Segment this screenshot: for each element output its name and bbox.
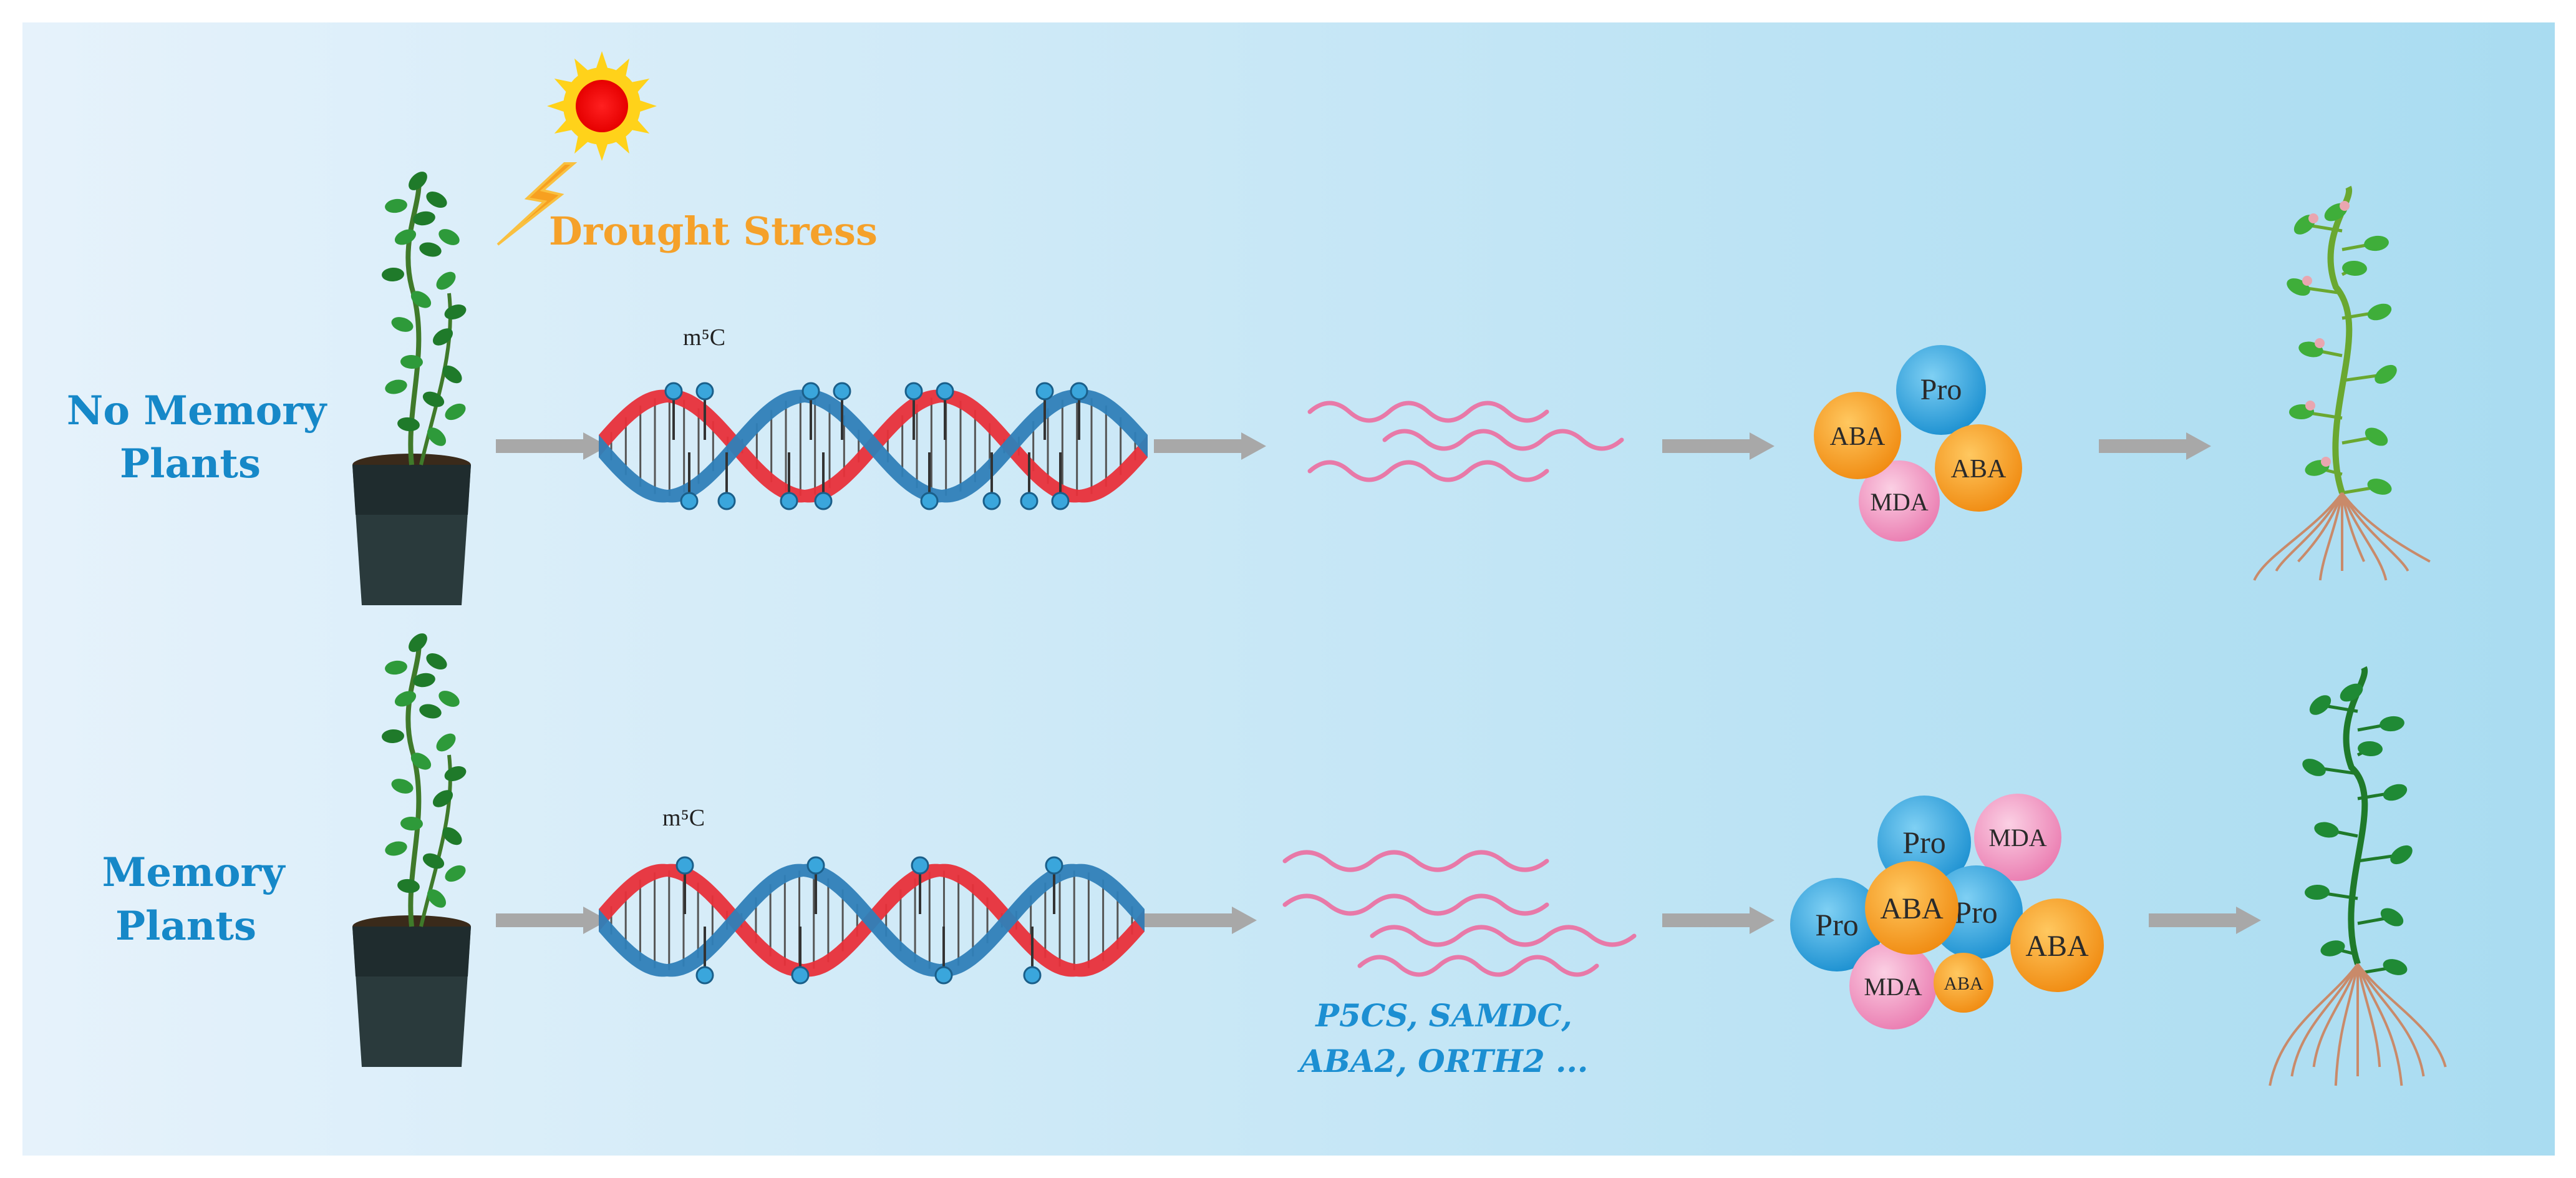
arrow xyxy=(2099,432,2211,460)
methyl-group xyxy=(814,492,833,510)
methyl-group xyxy=(982,492,1001,510)
svg-text:Pro: Pro xyxy=(1902,825,1945,860)
arrow xyxy=(1662,432,1775,460)
svg-text:MDA: MDA xyxy=(1870,488,1928,516)
methyl-group xyxy=(664,382,683,401)
arrow xyxy=(1154,432,1266,460)
svg-text:ABA: ABA xyxy=(1951,455,2007,484)
mrna-icon xyxy=(1307,401,1624,482)
row-label-memory: Memory xyxy=(102,849,286,896)
row-label-no-memory-line2: Plants xyxy=(120,441,261,487)
potted-plant-icon xyxy=(352,172,471,605)
molecule-aba: ABA xyxy=(1935,424,2022,512)
molecule-pro: Pro xyxy=(1790,878,1884,971)
molecule-aba: ABA xyxy=(1865,861,1959,955)
molecule-cluster-memory: Pro MDA Pro MDA Pro ABA ABA ABA xyxy=(1790,794,2104,1030)
svg-text:ABA: ABA xyxy=(1880,892,1944,925)
arrow xyxy=(1145,907,1257,934)
methyl-group xyxy=(920,492,939,510)
molecule-aba: ABA xyxy=(2010,898,2104,992)
methyl-group xyxy=(695,382,714,401)
molecule-pro: Pro xyxy=(1896,345,1986,435)
methylation-label: m⁵C xyxy=(662,805,705,831)
svg-text:Pro: Pro xyxy=(1954,895,1997,930)
methyl-group xyxy=(791,966,810,985)
methyl-group xyxy=(904,382,923,401)
svg-text:MDA: MDA xyxy=(1864,973,1922,1001)
arrow xyxy=(2149,907,2261,934)
methyl-group xyxy=(717,492,736,510)
molecule-mda: MDA xyxy=(1974,794,2061,881)
svg-text:ABA: ABA xyxy=(2025,930,2089,963)
row-label-no-memory: No Memory xyxy=(67,387,327,434)
methyl-group xyxy=(806,856,825,875)
arrow xyxy=(496,907,608,934)
molecule-mda: MDA xyxy=(1859,460,1940,542)
lightning-icon xyxy=(496,162,578,246)
gene-list-line1: P5CS, SAMDC, xyxy=(1314,997,1572,1034)
methyl-group xyxy=(1023,966,1042,985)
molecule-aba-small: ABA xyxy=(1934,953,1993,1013)
methyl-group xyxy=(1035,382,1054,401)
svg-text:Pro: Pro xyxy=(1920,373,1962,406)
svg-text:MDA: MDA xyxy=(1988,824,2046,852)
process-arrows xyxy=(496,432,2261,934)
dna-icon xyxy=(599,856,1145,985)
row-label-memory-line2: Plants xyxy=(115,903,256,950)
plant-root-icon xyxy=(2269,666,2447,1086)
svg-text:ABA: ABA xyxy=(1830,422,1886,451)
molecule-mda: MDA xyxy=(1849,942,1937,1030)
methyl-group xyxy=(1020,492,1039,510)
svg-text:ABA: ABA xyxy=(1944,973,1983,994)
potted-plant-icon xyxy=(352,633,471,1067)
methyl-group xyxy=(780,492,798,510)
methylation-label: m⁵C xyxy=(683,324,725,351)
methyl-group xyxy=(1045,856,1063,875)
dna-icon xyxy=(599,382,1148,510)
methyl-group xyxy=(911,856,929,875)
sun-icon xyxy=(547,51,657,161)
mrna-icon xyxy=(1282,850,1637,977)
methyl-group xyxy=(695,966,714,985)
methyl-group xyxy=(680,492,699,510)
methyl-group xyxy=(833,382,851,401)
methyl-group xyxy=(1070,382,1088,401)
drought-stress-label: Drought Stress xyxy=(549,208,878,254)
arrow xyxy=(496,432,608,460)
methyl-group xyxy=(801,382,820,401)
gene-list-line2: ABA2, ORTH2 ... xyxy=(1297,1043,1589,1079)
svg-text:Pro: Pro xyxy=(1815,907,1858,942)
methyl-group xyxy=(675,856,694,875)
molecule-cluster-no-memory: Pro MDA ABA ABA xyxy=(1814,345,2022,542)
plant-root-icon xyxy=(2253,185,2431,581)
molecule-aba: ABA xyxy=(1814,392,1901,479)
methyl-group xyxy=(934,966,953,985)
arrow xyxy=(1662,907,1775,934)
methyl-group xyxy=(936,382,954,401)
methyl-group xyxy=(1051,492,1070,510)
